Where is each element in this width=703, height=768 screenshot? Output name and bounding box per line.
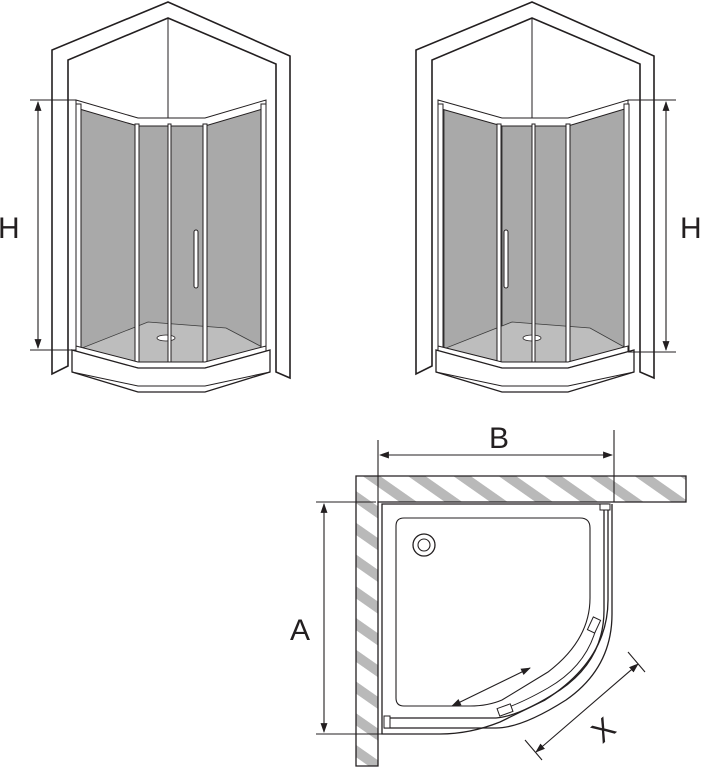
height-label-left: H (0, 212, 20, 245)
height-label-right: H (680, 212, 702, 245)
depth-label-a: A (290, 614, 310, 647)
perspective-view-left (30, 1, 291, 393)
width-label-b: B (489, 422, 509, 455)
diagonal-label-x: X (586, 711, 623, 749)
plan-view (316, 430, 687, 767)
perspective-view-right (415, 1, 676, 393)
